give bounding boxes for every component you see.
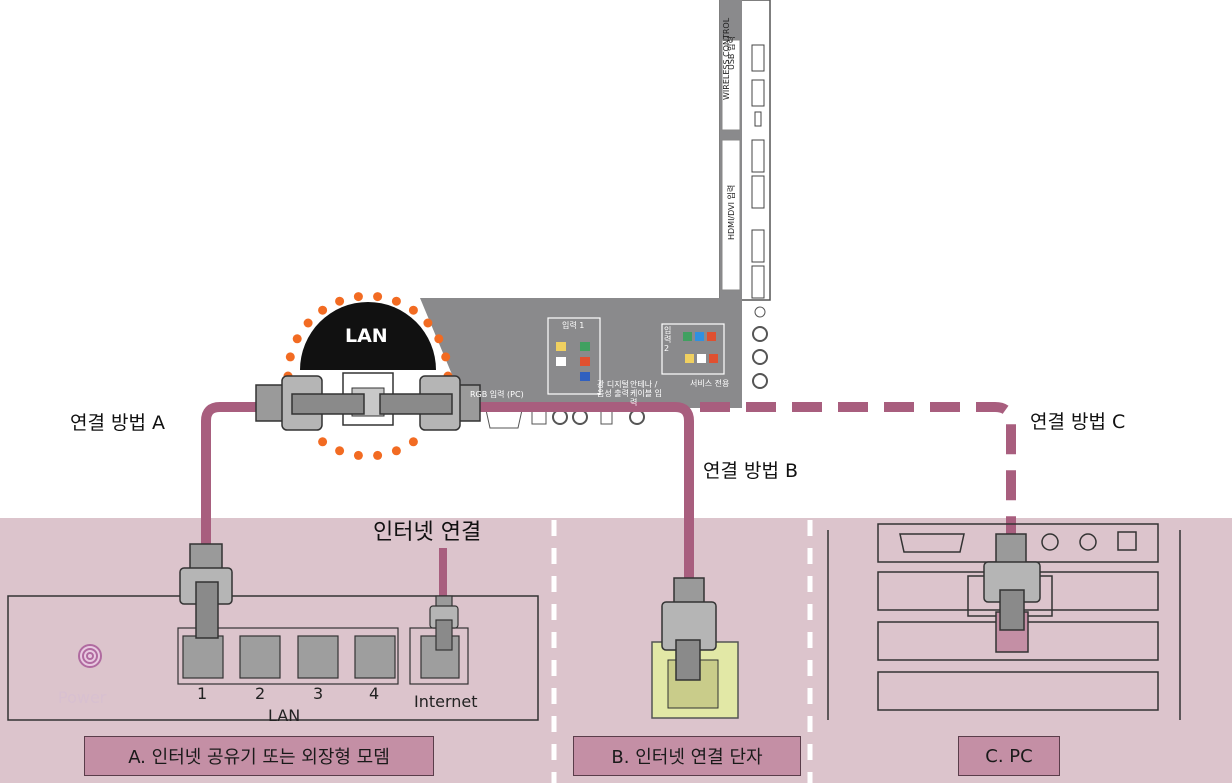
tv-service-label: 서비스 전용 [690, 379, 730, 388]
cable-a [201, 402, 290, 550]
tv-usb-label: USB 입력 [727, 36, 736, 70]
port-label-3: 3 [313, 684, 324, 703]
highlight-dot [441, 352, 451, 362]
highlight-dot [373, 292, 383, 302]
internet-plug [429, 595, 459, 651]
section-c-label: C. PC [958, 736, 1060, 776]
router-body [7, 595, 539, 721]
tv-hdmi-label: HDMI/DVI 입력 [727, 184, 736, 240]
lan-badge-label: LAN [345, 325, 388, 347]
highlight-dot [408, 305, 418, 315]
port-label-4: 4 [369, 684, 380, 703]
highlight-dot [353, 450, 363, 460]
highlight-dot [408, 437, 418, 447]
cable-c [700, 402, 1016, 540]
tv-bottom-panel [420, 298, 742, 438]
router-lan-plug [179, 543, 233, 639]
wall-plug [661, 577, 717, 681]
highlight-dot [391, 296, 401, 306]
lan-highlight-dots [283, 292, 453, 460]
highlight-dot [318, 305, 328, 315]
method-b-label: 연결 방법 B [703, 460, 799, 482]
tv-antenna-label: 안테나 /케이블 입력 [630, 380, 662, 407]
section-a-label: A. 인터넷 공유기 또는 외장형 모뎀 [84, 736, 434, 776]
highlight-dot [285, 352, 295, 362]
tv-plug-right [379, 375, 481, 431]
power-label: Power [58, 688, 107, 707]
section-b-label: B. 인터넷 연결 단자 [573, 736, 801, 776]
power-icon [78, 644, 102, 668]
tv-optical-label: 광 디지털 음성 출력 [597, 380, 629, 398]
internet-port-label: Internet [414, 692, 478, 711]
tv-input2-label: 입력 2 [664, 326, 672, 353]
highlight-dot [423, 318, 433, 328]
pc-plug [983, 533, 1041, 631]
lan-badge [283, 292, 453, 460]
tv-rgb-label: RGB 입력 (PC) [470, 390, 524, 399]
highlight-dot [353, 292, 363, 302]
lan-port-icon [182, 635, 460, 679]
highlight-dot [303, 318, 313, 328]
port-label-1: 1 [197, 684, 208, 703]
highlight-dot [318, 437, 328, 447]
highlight-dot [292, 334, 302, 344]
cable-b [450, 402, 694, 585]
highlight-dot [335, 296, 345, 306]
highlight-dot [373, 450, 383, 460]
port-label-2: 2 [255, 684, 266, 703]
internet-connection-label: 인터넷 연결 [373, 520, 482, 545]
highlight-dot [434, 334, 444, 344]
tv-plug-left [255, 375, 365, 431]
lan-group-label: LAN [268, 706, 301, 725]
method-c-label: 연결 방법 C [1030, 411, 1126, 433]
method-a-label: 연결 방법 A [70, 412, 165, 434]
tv-side-panel [719, 0, 771, 389]
highlight-dot [335, 446, 345, 456]
highlight-dot [391, 446, 401, 456]
tv-input1-label: 입력 1 [562, 321, 585, 330]
